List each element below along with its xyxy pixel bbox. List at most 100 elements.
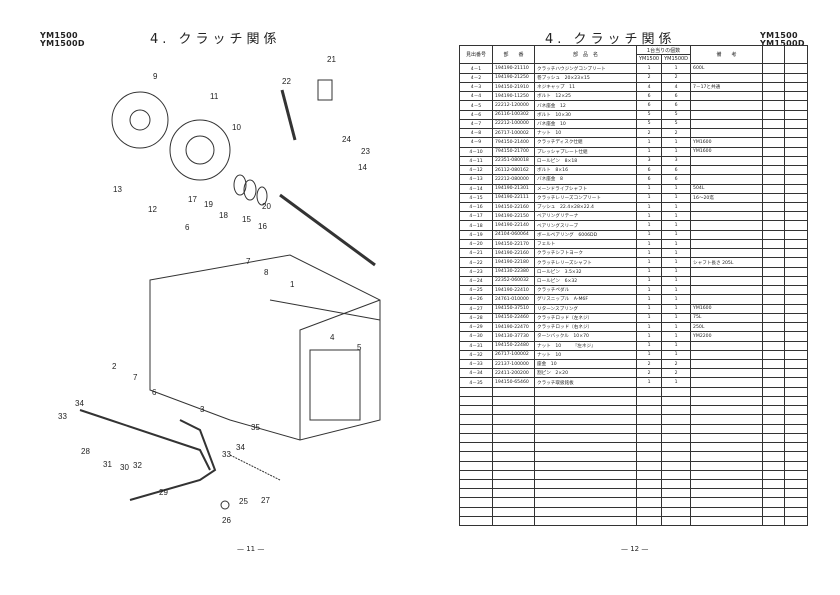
part-no-cell: 194190-21250 bbox=[492, 72, 535, 83]
callout-number: 35 bbox=[251, 423, 260, 432]
ref-cell: 4－8 bbox=[459, 128, 493, 139]
blank-cell bbox=[784, 72, 809, 83]
empty-row bbox=[459, 405, 809, 416]
callout-number: 9 bbox=[153, 72, 158, 81]
remarks-cell bbox=[690, 211, 764, 222]
ref-cell: 4－16 bbox=[459, 201, 493, 213]
callout-number: 6 bbox=[152, 388, 157, 397]
remarks-cell: YM1600 bbox=[690, 303, 764, 314]
blank-cell bbox=[492, 451, 535, 462]
callout-number: 22 bbox=[282, 77, 291, 86]
name-cell: バネ座金 8 bbox=[534, 174, 637, 185]
blank-cell bbox=[762, 395, 786, 407]
remarks-cell bbox=[690, 340, 764, 351]
blank-cell bbox=[492, 405, 535, 416]
ref-cell: 4－15 bbox=[459, 192, 493, 203]
blank-cell bbox=[784, 395, 809, 407]
qty-ym1500-cell: 1 bbox=[635, 285, 663, 296]
qty-ym1500-cell: 1 bbox=[635, 229, 663, 240]
ref-cell: 4－9 bbox=[459, 137, 493, 148]
name-cell: 割ピン 2×20 bbox=[534, 368, 637, 379]
part-no-cell: 194190-22140 bbox=[492, 220, 535, 231]
callout-number: 27 bbox=[261, 496, 270, 505]
qty-ym1500d-cell: 4 bbox=[661, 81, 692, 93]
qty-ym1500-cell: 1 bbox=[635, 146, 663, 157]
blank-cell bbox=[784, 248, 809, 259]
qty-ym1500d-cell: 6 bbox=[661, 100, 692, 111]
name-cell: ベアリングスリーブ bbox=[534, 220, 637, 231]
ref-cell: 4－3 bbox=[459, 81, 493, 93]
part-no-cell: 794150-21700 bbox=[492, 146, 535, 157]
qty-ym1500d-cell: 1 bbox=[661, 312, 692, 324]
blank-cell bbox=[635, 460, 663, 471]
blank-cell bbox=[784, 109, 809, 120]
blank-cell bbox=[635, 469, 663, 481]
blank-cell bbox=[534, 395, 637, 407]
blank-cell bbox=[459, 488, 493, 499]
qty-ym1500-cell: 1 bbox=[635, 340, 663, 351]
ref-cell: 4－20 bbox=[459, 238, 493, 250]
part-no-cell: 194150-22460 bbox=[492, 312, 535, 324]
blank-cell bbox=[690, 460, 764, 471]
qty-ym1500d-cell: 1 bbox=[661, 377, 692, 388]
blank-cell bbox=[492, 497, 535, 508]
blank-cell bbox=[459, 432, 493, 444]
model-line: YM1500 bbox=[760, 31, 798, 40]
name-cell: ブッシュ 22.4×28×22.4 bbox=[534, 201, 637, 213]
part-no-cell: 22351-080018 bbox=[492, 155, 535, 167]
blank-cell bbox=[762, 506, 786, 517]
qty-ym1500-cell: 1 bbox=[635, 137, 663, 148]
name-cell: クラッチシフトヨーク bbox=[534, 248, 637, 259]
blank-cell bbox=[635, 479, 663, 490]
part-no-cell: 194190-22180 bbox=[492, 257, 535, 268]
callout-number: 8 bbox=[264, 268, 269, 277]
blank-cell bbox=[784, 146, 809, 157]
blank-cell bbox=[492, 460, 535, 471]
remarks-cell: 600L bbox=[690, 63, 764, 74]
part-no-cell: 22352-060032 bbox=[492, 275, 535, 287]
callout-number: 1 bbox=[290, 280, 295, 289]
ref-cell: 4－6 bbox=[459, 109, 493, 120]
blank-cell bbox=[492, 386, 535, 397]
remarks-cell bbox=[690, 201, 764, 213]
qty-ym1500d-cell: 1 bbox=[661, 266, 692, 277]
blank-cell bbox=[635, 414, 663, 425]
blank-cell bbox=[635, 506, 663, 517]
pressure-plate bbox=[169, 119, 231, 181]
blank-cell bbox=[762, 294, 786, 305]
callout-number: 23 bbox=[361, 147, 370, 156]
blank-cell bbox=[635, 432, 663, 444]
blank-cell bbox=[459, 497, 493, 508]
ref-cell: 4－17 bbox=[459, 211, 493, 222]
callout-number: 18 bbox=[219, 211, 228, 220]
blank-cell bbox=[492, 515, 535, 527]
remarks-cell bbox=[690, 358, 764, 370]
blank-cell bbox=[661, 395, 692, 407]
blank-cell bbox=[784, 100, 809, 111]
qty-ym1500d-cell: 1 bbox=[661, 248, 692, 259]
ref-cell: 4－11 bbox=[459, 155, 493, 167]
part-no-cell: 194150-22170 bbox=[492, 238, 535, 250]
name-cell: クラッチハウジングコンプリート bbox=[534, 63, 637, 74]
blank-cell bbox=[534, 451, 637, 462]
name-cell: ボルト 12×25 bbox=[534, 91, 637, 102]
header-ym1500d: YM1500D bbox=[661, 54, 692, 65]
blank-cell bbox=[784, 303, 809, 314]
blank-cell bbox=[784, 358, 809, 370]
header-name: 部 品 名 bbox=[534, 44, 637, 65]
blank-cell bbox=[784, 377, 809, 388]
blank-cell bbox=[690, 497, 764, 508]
part-no-cell: 194150-22480 bbox=[492, 340, 535, 351]
name-cell: ボルト 10×30 bbox=[534, 109, 637, 120]
blank-cell bbox=[762, 497, 786, 508]
callout-number: 2 bbox=[112, 362, 117, 371]
qty-ym1500-cell: 1 bbox=[635, 294, 663, 305]
blank-cell bbox=[661, 460, 692, 471]
